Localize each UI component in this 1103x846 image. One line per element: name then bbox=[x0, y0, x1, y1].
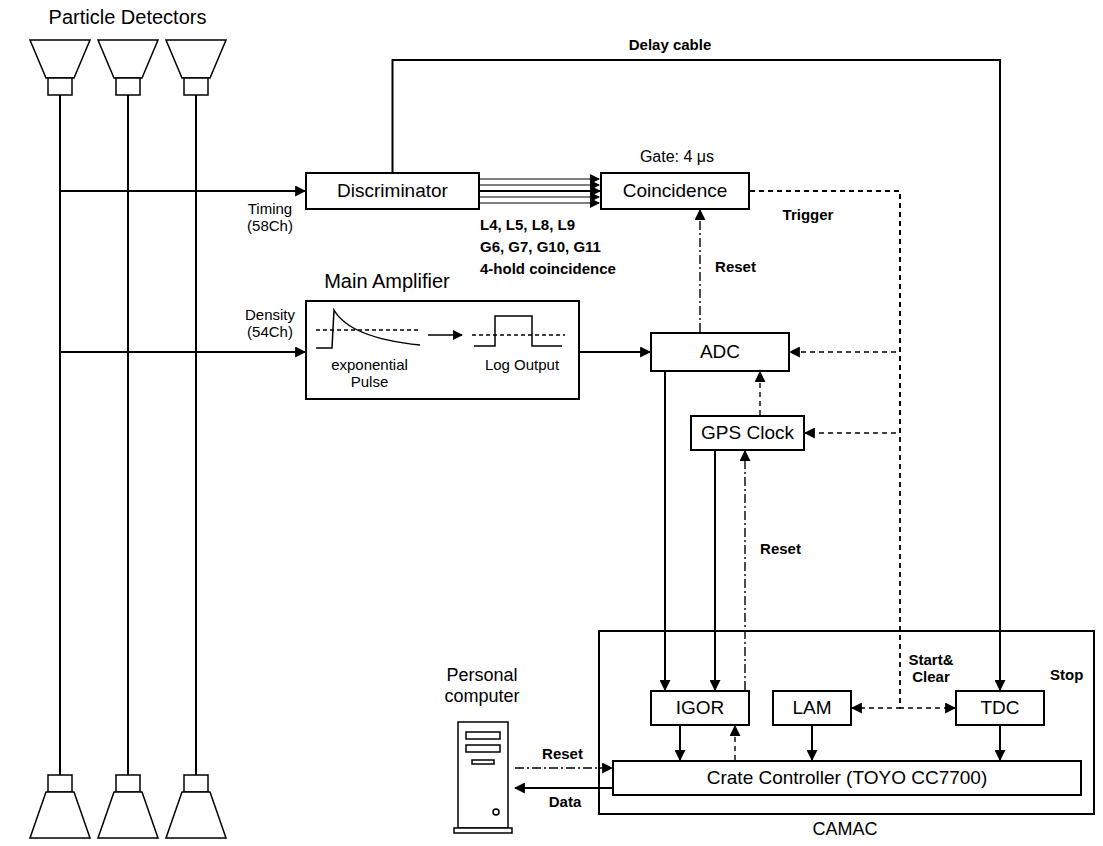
detector-cables bbox=[60, 95, 196, 775]
connector-label: Data bbox=[540, 793, 590, 810]
node-heading: Main Amplifier bbox=[312, 270, 462, 293]
signal-connector bbox=[664, 372, 666, 690]
signal-connector bbox=[60, 351, 305, 353]
pulse-shapes bbox=[316, 310, 565, 348]
connector-label: Reset bbox=[708, 258, 763, 275]
signal-connector bbox=[699, 210, 700, 332]
channel-list: G6, G7, G10, G11 bbox=[480, 238, 640, 255]
computer-icon bbox=[454, 722, 512, 833]
signal-connector bbox=[999, 726, 1001, 760]
connector-label: Reset bbox=[535, 745, 590, 762]
signal-connector bbox=[750, 191, 900, 433]
signal-connector bbox=[60, 190, 305, 192]
coincidence-box: Gate: 4 μsCoincidence bbox=[600, 172, 750, 210]
signal-connector bbox=[679, 726, 681, 760]
detector-array: Particle Detectors bbox=[20, 0, 235, 846]
signal-connector bbox=[750, 191, 900, 352]
node-label: TDC bbox=[980, 697, 1019, 719]
node-label: GPS Clock bbox=[701, 422, 794, 444]
signal-connector bbox=[714, 451, 716, 690]
node-label: Discriminator bbox=[337, 180, 448, 202]
connector-label: Density (54Ch) bbox=[240, 306, 300, 341]
signal-connector bbox=[811, 726, 813, 760]
node-label: Coincidence bbox=[623, 180, 728, 202]
signal-connector bbox=[393, 60, 1001, 690]
connector-label: Timing (58Ch) bbox=[240, 200, 300, 235]
signal-connector bbox=[480, 190, 600, 192]
node-heading: Log Output bbox=[467, 356, 577, 373]
coincidence-note: 4-hold coincidence bbox=[480, 260, 650, 277]
lam-module: LAM bbox=[772, 690, 852, 726]
tdc-module: TDC bbox=[955, 690, 1045, 726]
signal-connector bbox=[744, 451, 745, 690]
node-label: LAM bbox=[792, 697, 831, 719]
node-heading: Particle Detectors bbox=[20, 6, 235, 29]
connector-label: Delay cable bbox=[610, 36, 730, 53]
discriminator-box: Discriminator bbox=[305, 172, 480, 210]
connector-label: Start& Clear bbox=[904, 651, 958, 686]
signal-name: Stop bbox=[1050, 666, 1092, 683]
camac-crate: IGOR LAM TDC Crate Controller (TOYO CC7700)… bbox=[598, 630, 1095, 815]
channel-list: L4, L5, L8, L9 bbox=[480, 216, 640, 233]
computer: Personal computer bbox=[450, 715, 515, 835]
coincidence-bus bbox=[480, 179, 599, 203]
node-heading: Personal computer bbox=[418, 665, 546, 706]
signal-connector bbox=[759, 372, 760, 415]
igor-module: IGOR bbox=[650, 690, 750, 726]
node-heading: CAMAC bbox=[770, 819, 920, 840]
gps-clock-box: GPS Clock bbox=[690, 415, 805, 451]
node-label: IGOR bbox=[676, 697, 725, 719]
amplifier-box: Main Amplifierexponential PulseLog Outpu… bbox=[305, 300, 580, 400]
adc-box: ADC bbox=[650, 332, 790, 372]
node-heading: Gate: 4 μs bbox=[602, 148, 752, 166]
node-label: ADC bbox=[700, 341, 740, 363]
node-label: Crate Controller (TOYO CC7700) bbox=[707, 767, 988, 789]
node-heading: exponential Pulse bbox=[312, 356, 427, 391]
crate-controller: Crate Controller (TOYO CC7700) bbox=[612, 760, 1082, 796]
detector-icons bbox=[30, 40, 226, 838]
signal-connector bbox=[580, 351, 650, 353]
connector-label: Trigger bbox=[768, 206, 848, 223]
signal-connector bbox=[734, 726, 735, 760]
connector-label: Reset bbox=[753, 540, 808, 557]
